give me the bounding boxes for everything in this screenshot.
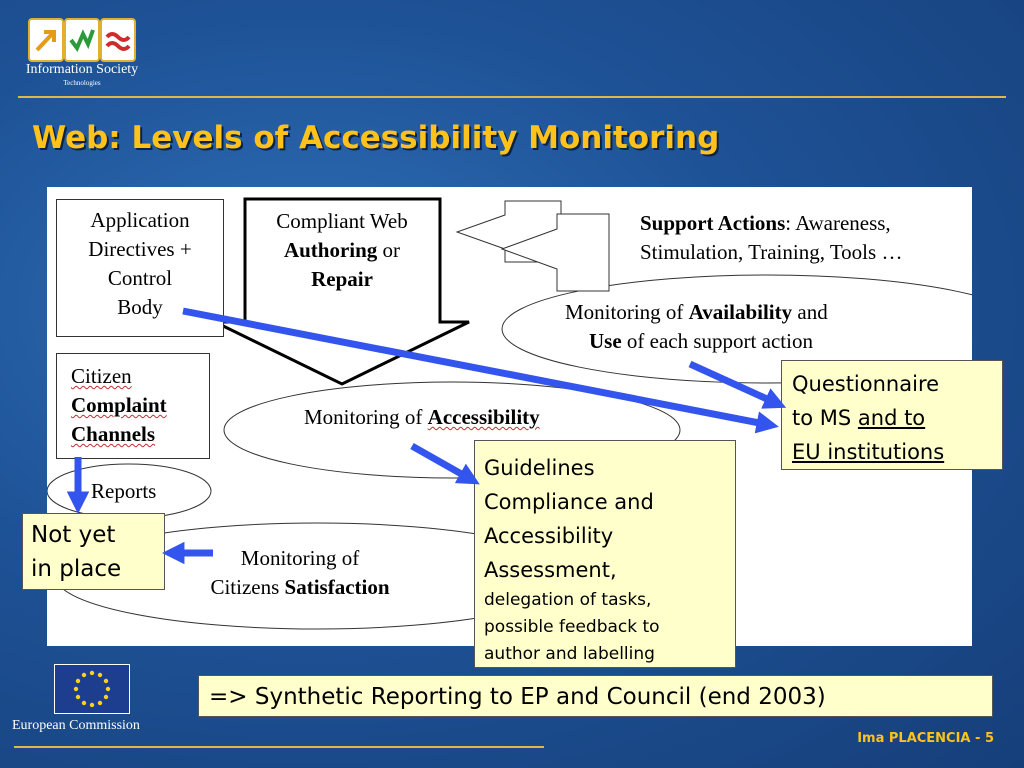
questionnaire-line-2: to MS and to [792,401,1002,435]
citizen-line-1: Citizen [71,364,132,388]
citizen-line-2: Complaint [71,391,209,420]
authoring-line-3: Repair [247,265,437,294]
european-commission-label: European Commission [12,718,140,733]
use-rest: of each support action [621,329,813,353]
app-line-3: Control [107,266,173,290]
complaint-bold: Complaint [71,393,167,417]
use-bold: Use [589,329,622,353]
guidelines-line-3: Accessibility [484,524,614,548]
guidelines-line-1: Guidelines [484,456,595,480]
logo-subtext: Technologies [63,79,101,87]
availability-post: and [792,300,828,324]
satisfaction-text: Monitoring of Citizens Satisfaction [185,544,415,602]
authoring-line-2: Authoring or [247,236,437,265]
satisfaction-line-2: Citizens Satisfaction [185,573,415,602]
channels-bold: Channels [71,422,156,446]
guidelines-line-2: Compliance and [484,490,654,514]
guidelines-callout: Guidelines Compliance and Accessibility … [474,440,736,668]
accessibility-pre: Monitoring of [304,405,428,429]
support-actions-text: Support Actions: Awareness, Stimulation,… [640,209,902,267]
citizen-complaint-box: Citizen Complaint Channels [56,353,210,459]
guidelines-sub: delegation of tasks, possible feedback t… [484,587,735,668]
application-box: Application Directives + Control Body [56,199,224,337]
top-divider [18,96,1006,98]
eu-stars-icon [73,670,111,708]
guidelines-main: Guidelines Compliance and Accessibility … [484,451,735,587]
guidelines-line-6: possible feedback to [484,617,660,637]
footer-author-page: Ima PLACENCIA - 5 [857,731,994,746]
satisfaction-bold: Satisfaction [284,575,390,599]
citizen-line-3: Channels [71,420,209,449]
app-line-2: Directives + [88,237,192,261]
logo-text: Information Society [25,62,139,77]
accessibility-bold: Accessibility [427,405,540,429]
guidelines-line-7: author and labelling [484,644,655,664]
to-ms: to MS [792,406,858,430]
support-arrow-front [500,213,610,292]
availability-pre: Monitoring of [565,300,689,324]
eu-flag-logo [54,664,130,714]
wave-check-icon [69,29,95,52]
support-rest: : Awareness, [785,211,891,235]
availability-text: Monitoring of Availability and Use of ea… [565,298,828,356]
support-line-2: Stimulation, Training, Tools … [640,240,903,264]
citizens-text: Citizens [210,575,285,599]
slide-title: Web: Levels of Accessibility Monitoring [32,120,720,156]
authoring-text: Compliant Web Authoring or Repair [247,207,437,294]
ist-logo [28,18,136,62]
authoring-line-1: Compliant Web [276,209,408,233]
questionnaire-line-1: Questionnaire [792,372,940,396]
and-to: and to [857,406,926,430]
not-yet-line-2: in place [31,556,122,582]
guidelines-line-5: delegation of tasks, [484,590,652,610]
guidelines-line-4: Assessment, [484,558,617,582]
accessibility-text: Monitoring of Accessibility [304,403,540,432]
availability-line-2: Use of each support action [565,327,828,356]
eu-institutions: EU institutions [792,440,945,464]
satisfaction-line-1: Monitoring of [240,546,360,570]
arrow-up-icon [35,30,56,52]
support-line-1: Support Actions: Awareness, [640,209,902,238]
bottom-divider [14,746,544,748]
authoring-bold: Authoring [283,238,378,262]
not-yet-callout: Not yet in place [22,513,165,590]
reports-text: Reports [91,479,157,503]
questionnaire-line-3: EU institutions [792,435,1002,469]
approx-icon [105,32,131,51]
repair-bold: Repair [311,267,373,291]
availability-line-1: Monitoring of Availability and [565,298,828,327]
questionnaire-callout: Questionnaire to MS and to EU institutio… [781,360,1003,470]
app-line-1: Application [90,208,190,232]
synthetic-reporting-callout: => Synthetic Reporting to EP and Council… [198,675,993,717]
not-yet-line-1: Not yet [31,522,116,548]
availability-bold: Availability [688,300,793,324]
app-line-4: Body [117,295,163,319]
support-bold: Support Actions [640,211,786,235]
authoring-or: or [377,238,401,262]
